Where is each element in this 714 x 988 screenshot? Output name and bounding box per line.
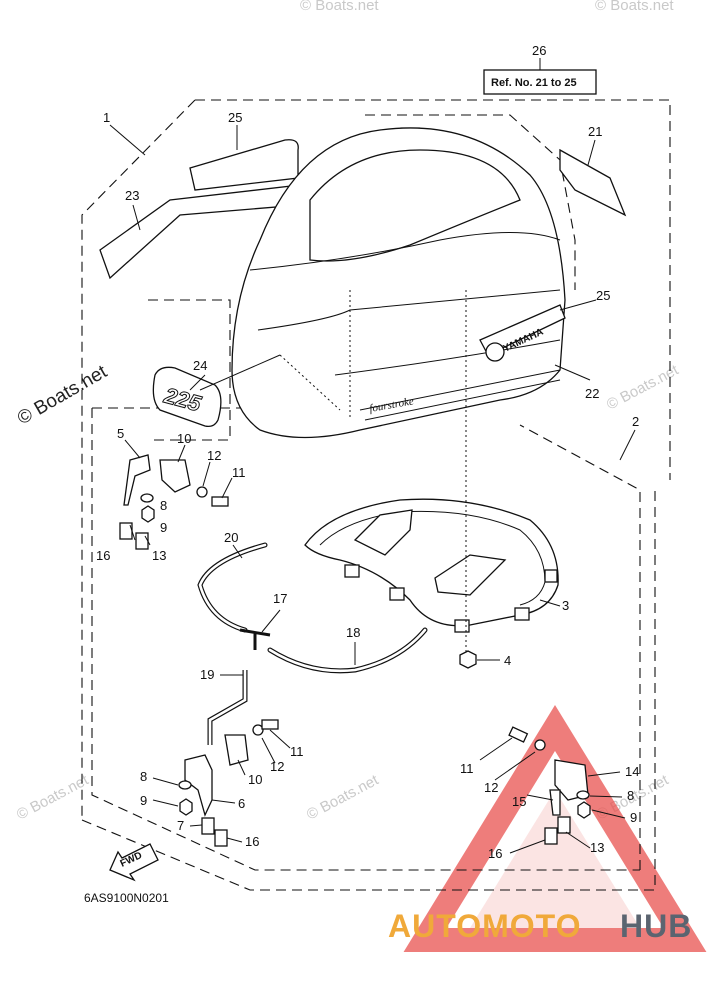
brand-hub: HUB [620,908,692,944]
brand-automoto: AUTOMOTO [388,908,581,944]
callout-11-right: 11 [460,761,474,776]
fwd-arrow-icon: FWD [109,843,159,882]
callout-13-upper: 13 [152,548,166,563]
watermark-boats-top: © Boats.net [300,0,379,14]
watermark-boats-top-right: © Boats.net [595,0,674,14]
callout-8-upper: 8 [160,498,167,513]
left-lower-hardware [178,719,279,847]
callout-10-upper: 10 [177,431,191,446]
callout-4: 4 [504,653,511,668]
automotohub-logo: AUTOMOTO HUB [388,908,692,944]
callout-23: 23 [125,188,139,203]
callout-9-upper: 9 [160,520,167,535]
callout-1: 1 [103,110,110,125]
watermark-boats-lower-mid: © Boats.net [304,771,382,823]
callout-numbers: 26 1 25 23 21 25 22 24 2 5 10 12 11 8 9 … [96,43,639,861]
callout-13-right: 13 [590,840,604,855]
callout-12-lower-left: 12 [270,759,284,774]
callout-26: 26 [532,43,546,58]
callout-18: 18 [346,625,360,640]
leader-lines [109,58,636,854]
callout-8-right: 8 [627,788,634,803]
callout-25-top: 25 [228,110,242,125]
top-cowling: fourstroke YAMAHA [231,127,566,439]
watermark-boats-side: © Boats.net [14,361,111,429]
callout-8-lower-left: 8 [140,769,147,784]
callout-11-lower-left: 11 [290,744,304,759]
bottom-cowling-tray [304,498,559,633]
callout-22: 22 [585,386,599,401]
hose-19 [207,670,248,745]
callout-21: 21 [588,124,602,139]
diagram-code: 6AS9100N0201 [84,891,169,905]
callout-7: 7 [177,818,184,833]
callout-11-upper: 11 [232,465,246,480]
watermark-boats-lower-left: © Boats.net [14,771,92,823]
callout-17: 17 [273,591,287,606]
right-lower-hardware [508,726,591,845]
callout-14: 14 [625,764,639,779]
callout-19: 19 [200,667,214,682]
callout-25-right: 25 [596,288,610,303]
callout-16-lower-left: 16 [245,834,259,849]
left-upper-hardware [119,454,229,550]
callout-12-upper: 12 [207,448,221,463]
callout-9-lower-left: 9 [140,793,147,808]
callout-16-upper: 16 [96,548,110,563]
callout-15: 15 [512,794,526,809]
callout-3: 3 [562,598,569,613]
callout-12-right: 12 [484,780,498,795]
callout-20: 20 [224,530,238,545]
warning-triangle-logo [403,705,707,952]
callout-24: 24 [193,358,207,373]
nut-4 [459,650,477,669]
badge-24: 225 [152,366,222,428]
ref-box-label: Ref. No. 21 to 25 [491,77,577,89]
joint-17 [239,628,271,650]
callout-6: 6 [238,796,245,811]
callout-5: 5 [117,426,124,441]
decal-21 [559,148,627,217]
callout-16-right: 16 [488,846,502,861]
callout-9-right: 9 [630,810,637,825]
decal-25-top [189,139,299,191]
callout-2: 2 [632,414,639,429]
callout-10-lower: 10 [248,772,262,787]
